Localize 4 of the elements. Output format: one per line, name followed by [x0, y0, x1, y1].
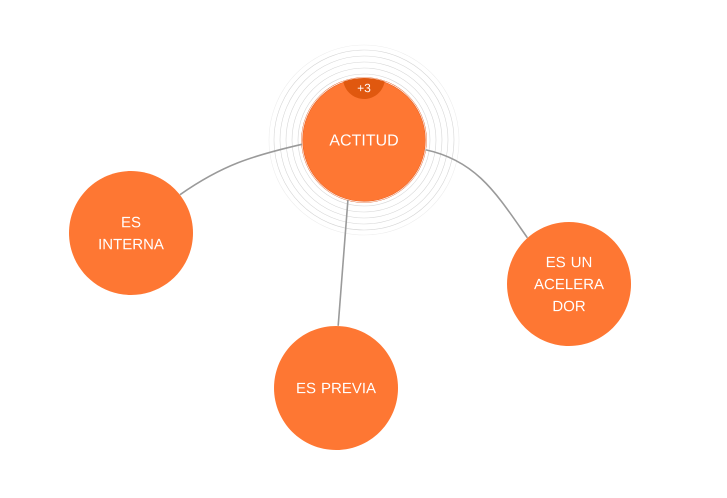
connector-line: [425, 148, 528, 238]
connector-line: [180, 144, 302, 196]
count-badge: +3: [343, 78, 385, 99]
connector-line: [337, 200, 349, 326]
